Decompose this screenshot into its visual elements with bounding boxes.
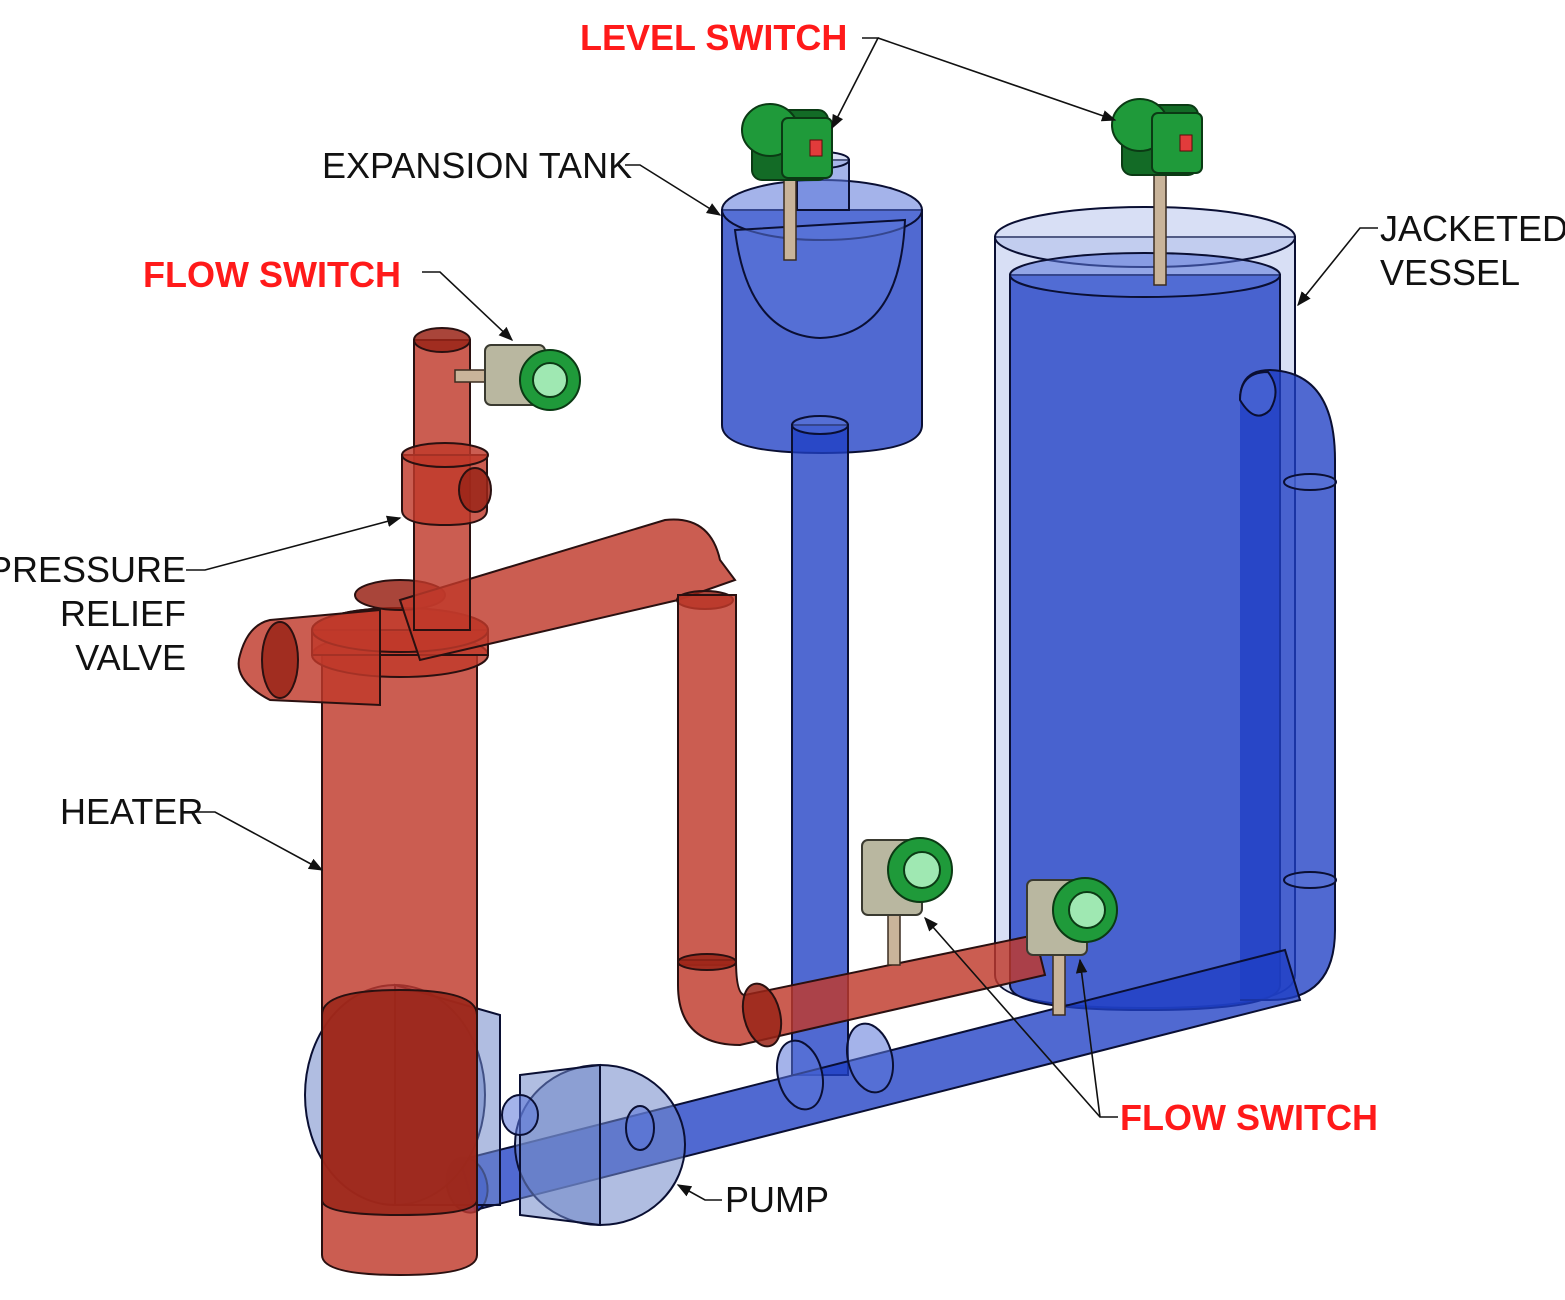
level-switch-jacketed-vessel (1111, 98, 1203, 286)
expansion-tank-label: EXPANSION TANK (322, 145, 632, 186)
flow-switch-icon (1026, 877, 1118, 1016)
flow-switch-hot-return (861, 837, 953, 966)
flow-switch-icon (741, 103, 833, 261)
heater-label: HEATER (60, 791, 203, 832)
flow-switch-bottom-label: FLOW SWITCH (1120, 1097, 1378, 1138)
leader-lines (186, 37, 1378, 1201)
flow-switch-icon (861, 837, 953, 966)
pressure-relief-label-line3: VALVE (75, 637, 186, 678)
expansion-tank (721, 151, 923, 1076)
flow-switch-relief-riser (454, 344, 581, 411)
pump-label: PUMP (725, 1179, 829, 1220)
flow-switch-icon (1111, 98, 1203, 286)
level-switch-expansion-tank (741, 103, 833, 261)
flow-switch-icon (454, 344, 581, 411)
pressure-relief-label-line1: PRESSURE (0, 549, 186, 590)
pressure-relief-label-line2: RELIEF (60, 593, 186, 634)
jacketed-vessel (994, 206, 1337, 1012)
hot-loop (237, 327, 1047, 1277)
flow-switch-cold-return (1026, 877, 1118, 1016)
labels: LEVEL SWITCH EXPANSION TANK JACKETED VES… (0, 17, 1565, 1220)
jacketed-vessel-label-line2: VESSEL (1380, 252, 1520, 293)
level-switch-label: LEVEL SWITCH (580, 17, 847, 58)
flow-switch-top-label: FLOW SWITCH (143, 254, 401, 295)
jacketed-vessel-label-line1: JACKETED (1380, 208, 1565, 249)
